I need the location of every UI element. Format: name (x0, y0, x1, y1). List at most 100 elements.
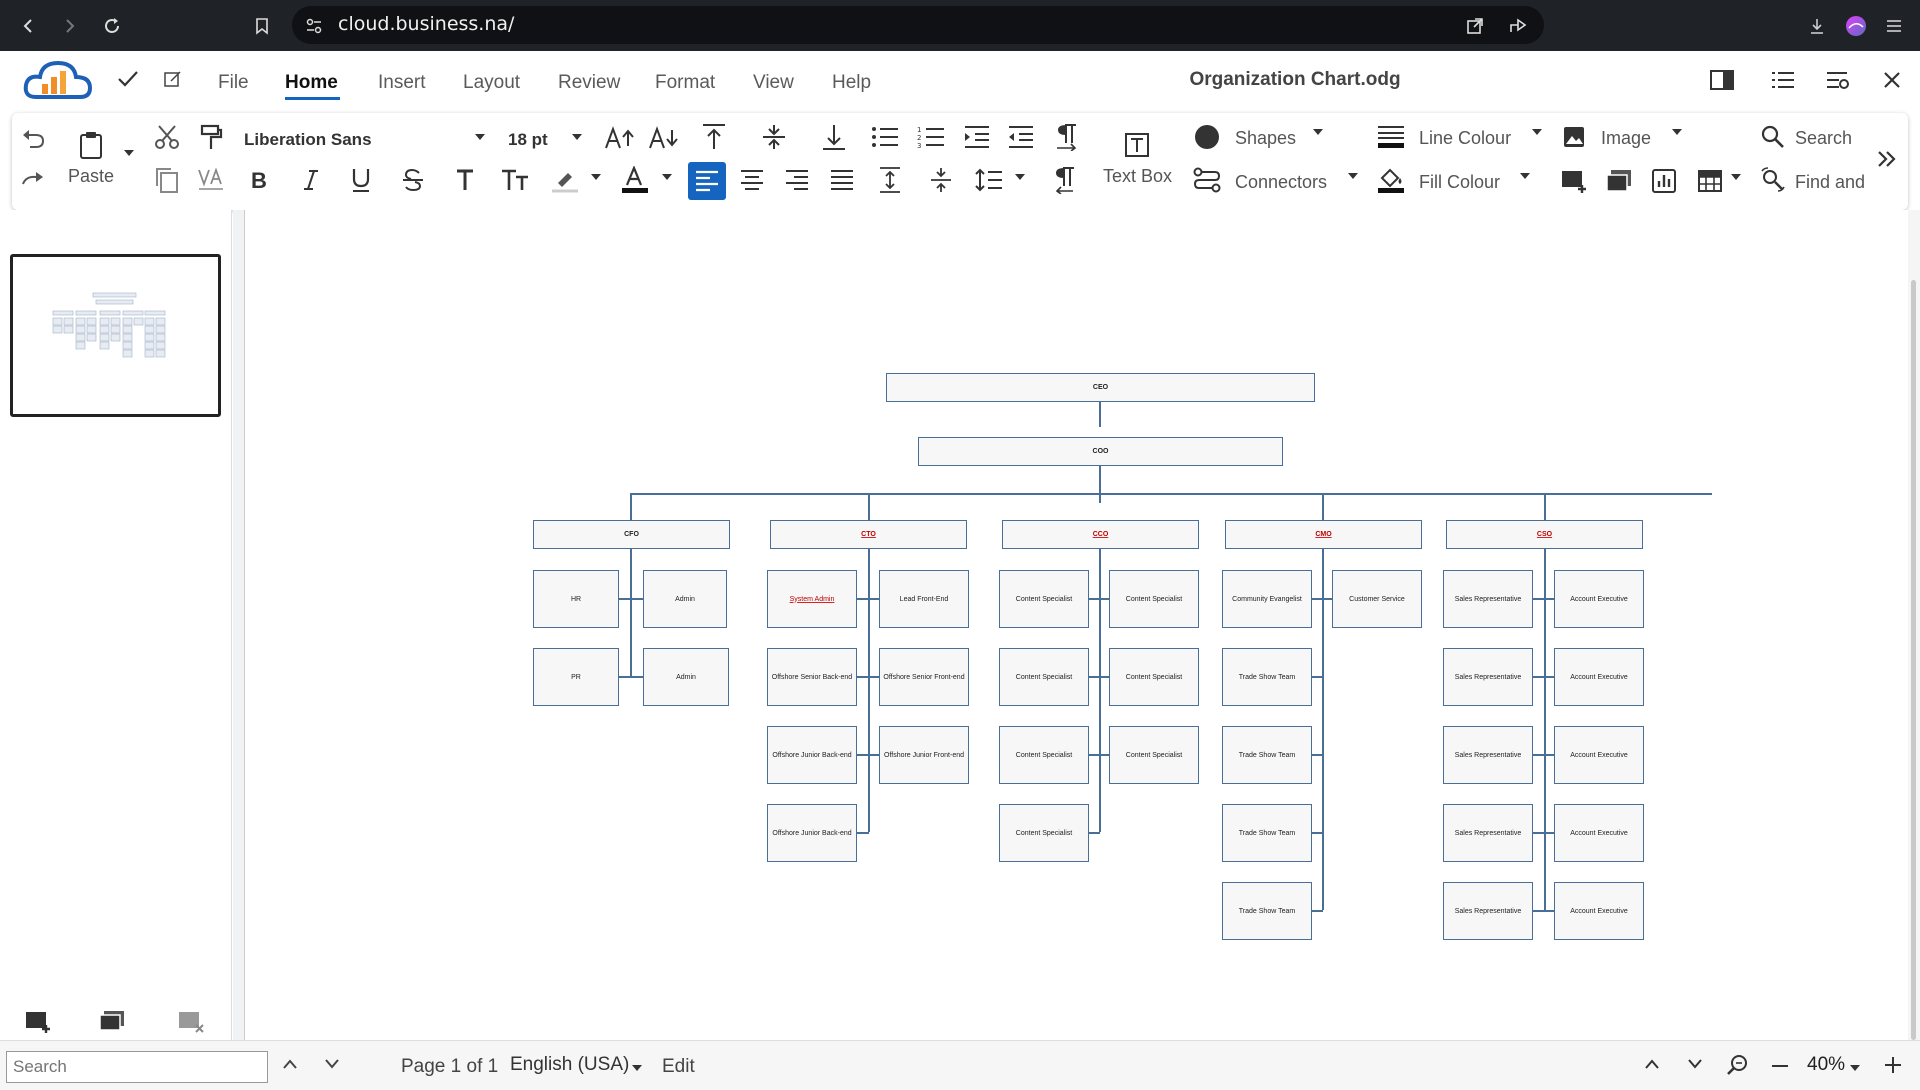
hamburger-menu-icon[interactable] (1880, 12, 1908, 40)
grow-font-icon[interactable] (602, 123, 636, 153)
new-slide-icon[interactable] (24, 1010, 52, 1034)
org-box-cco[interactable]: CCO (1002, 520, 1199, 549)
paste-label[interactable]: Paste (68, 166, 115, 186)
org-box-community-evangelist[interactable]: Community Evangelist (1222, 570, 1312, 628)
org-box-content-specialist[interactable]: Content Specialist (999, 570, 1089, 628)
zoom-in-icon[interactable] (1884, 1056, 1902, 1074)
checkmark-icon[interactable] (116, 69, 140, 89)
org-box-system-admin[interactable]: System Admin (767, 570, 857, 628)
org-box-coo[interactable]: COO (918, 437, 1283, 466)
duplicate-slide-bottom-icon[interactable] (98, 1009, 126, 1033)
line-colour-label[interactable]: Line Colour (1419, 128, 1512, 148)
address-bar[interactable] (292, 6, 1544, 44)
insert-slide-icon[interactable] (1558, 165, 1590, 197)
text-box-label[interactable]: Text Box (1103, 166, 1173, 186)
chart-icon[interactable] (1648, 165, 1680, 197)
forward-icon[interactable] (56, 12, 84, 40)
align-center-icon[interactable] (735, 164, 769, 196)
fill-colour-icon[interactable] (1374, 165, 1408, 195)
org-box-sales-representative[interactable]: Sales Representative (1443, 882, 1533, 940)
decrease-indent-icon[interactable] (1004, 121, 1038, 153)
shapes-label[interactable]: Shapes (1235, 128, 1297, 148)
shadow-icon[interactable] (449, 164, 481, 196)
font-name-select[interactable]: Liberation Sans (230, 123, 492, 155)
zoom-out-icon[interactable] (1771, 1064, 1789, 1068)
url-text[interactable]: cloud.business.na/ (338, 13, 515, 35)
org-box-sales-representative[interactable]: Sales Representative (1443, 804, 1533, 862)
download-icon[interactable] (1803, 12, 1831, 40)
reload-icon[interactable] (98, 12, 126, 40)
underline-icon[interactable] (345, 164, 377, 196)
scrollbar-thumb[interactable] (1911, 280, 1916, 1040)
center-vertically-icon[interactable] (757, 121, 791, 153)
connectors-dropdown-icon[interactable] (1348, 173, 1358, 179)
redo-icon[interactable] (18, 164, 48, 194)
increase-indent-icon[interactable] (960, 121, 994, 153)
sidebar-toggle-icon[interactable] (1709, 69, 1735, 91)
image-icon[interactable] (1559, 122, 1589, 152)
delete-slide-icon[interactable] (177, 1010, 205, 1034)
bullet-list-icon[interactable] (868, 121, 902, 153)
edit-mode-label[interactable]: Edit (662, 1056, 695, 1077)
org-box-content-specialist[interactable]: Content Specialist (999, 648, 1089, 706)
paragraph-ltr-icon[interactable] (1050, 121, 1084, 153)
edit-mode-icon[interactable] (163, 69, 183, 89)
decrease-spacing-icon[interactable] (924, 164, 958, 196)
language-selector[interactable]: English (USA) (510, 1054, 630, 1075)
paste-dropdown-icon[interactable] (124, 150, 134, 156)
vertical-scrollbar[interactable] (1908, 210, 1920, 1040)
bold-icon[interactable]: B (243, 164, 275, 196)
zoom-dropdown-icon[interactable] (1850, 1065, 1860, 1071)
find-and-label[interactable]: Find and (1795, 172, 1866, 192)
font-name-dropdown-icon[interactable] (475, 134, 485, 140)
org-box-content-specialist[interactable]: Content Specialist (1109, 570, 1199, 628)
align-right-icon[interactable] (780, 164, 814, 196)
org-box-cso[interactable]: CSO (1446, 520, 1643, 549)
align-left-button[interactable] (688, 162, 726, 200)
org-box-pr[interactable]: PR (533, 648, 619, 706)
org-box-content-specialist[interactable]: Content Specialist (1109, 648, 1199, 706)
shapes-dropdown-icon[interactable] (1313, 129, 1323, 135)
org-box-trade-show-team[interactable]: Trade Show Team (1222, 648, 1312, 706)
menu-file[interactable]: File (218, 72, 249, 93)
undo-icon[interactable] (18, 124, 48, 154)
menu-help[interactable]: Help (832, 72, 872, 93)
org-box-offshore-junior-backend-2[interactable]: Offshore Junior Back-end (767, 804, 857, 862)
org-box-cto[interactable]: CTO (770, 520, 967, 549)
org-box-cfo[interactable]: CFO (533, 520, 730, 549)
org-box-hr[interactable]: HR (533, 570, 619, 628)
paste-icon[interactable] (74, 128, 108, 162)
org-box-account-executive[interactable]: Account Executive (1554, 882, 1644, 940)
page-up-icon[interactable] (1644, 1058, 1660, 1070)
org-box-trade-show-team[interactable]: Trade Show Team (1222, 726, 1312, 784)
align-bottom-icon[interactable] (817, 121, 851, 153)
zoom-level[interactable]: 40% (1807, 1054, 1846, 1075)
profile-avatar[interactable] (1842, 12, 1870, 40)
site-settings-icon[interactable] (300, 12, 328, 40)
search-previous-icon[interactable] (282, 1058, 298, 1070)
line-colour-icon[interactable] (1374, 122, 1408, 152)
org-box-customer-service[interactable]: Customer Service (1332, 570, 1422, 628)
org-box-trade-show-team[interactable]: Trade Show Team (1222, 882, 1312, 940)
search-label[interactable]: Search (1795, 128, 1853, 148)
share-icon[interactable] (1504, 12, 1532, 40)
org-box-sales-representative[interactable]: Sales Representative (1443, 648, 1533, 706)
align-top-icon[interactable] (697, 121, 731, 153)
connectors-label[interactable]: Connectors (1235, 172, 1328, 192)
drawing-page[interactable]: CEO COO CFO CTO CCO CMO CSO HR Admin PR … (244, 210, 1908, 1040)
bookmark-icon[interactable] (248, 12, 276, 40)
shrink-font-icon[interactable] (646, 123, 680, 153)
menu-layout[interactable]: Layout (463, 72, 521, 93)
org-box-content-specialist[interactable]: Content Specialist (1109, 726, 1199, 784)
back-icon[interactable] (14, 12, 42, 40)
highlight-icon[interactable] (548, 164, 582, 196)
italic-icon[interactable] (295, 164, 327, 196)
font-size-select[interactable]: 18 pt (498, 123, 586, 155)
org-box-sales-representative[interactable]: Sales Representative (1443, 570, 1533, 628)
increase-spacing-icon[interactable] (873, 164, 907, 196)
org-box-account-executive[interactable]: Account Executive (1554, 726, 1644, 784)
fill-colour-dropdown-icon[interactable] (1520, 173, 1530, 179)
shapes-icon[interactable] (1192, 122, 1222, 152)
org-box-lead-frontend[interactable]: Lead Front-End (879, 570, 969, 628)
toolbar-overflow-icon[interactable] (1872, 144, 1902, 174)
